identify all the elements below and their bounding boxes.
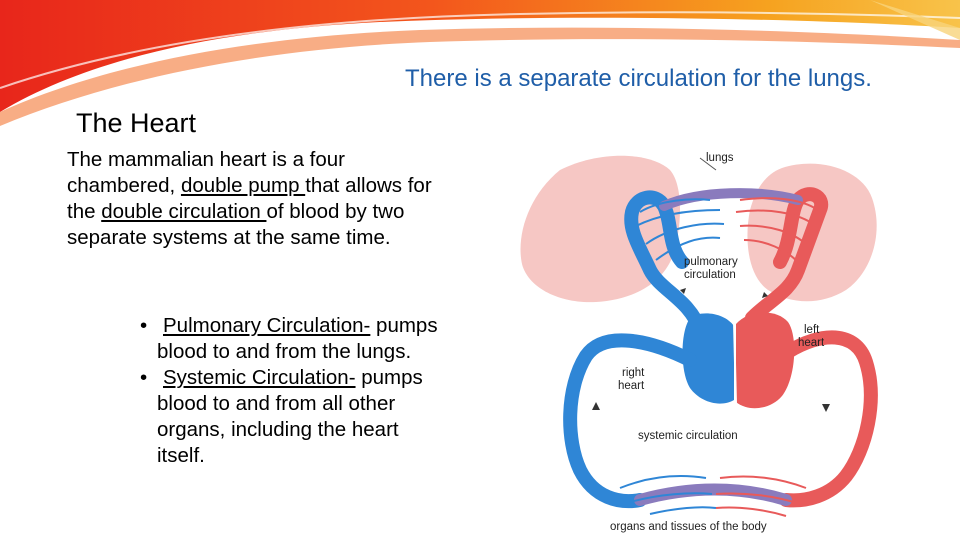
lung-capillary-mesh-blue — [635, 198, 725, 261]
systemic-text: pumps blood to and from all other organs… — [157, 366, 423, 467]
arrow-down-right-icon — [762, 292, 768, 298]
circulation-bullet-list: • Pulmonary Circulation- pumps blood to a… — [138, 313, 438, 469]
slide-subtitle: There is a separate circulation for the … — [405, 65, 872, 92]
arrow-up-icon — [592, 402, 600, 410]
label-right-2: heart — [618, 380, 645, 392]
arrow-up-left-icon — [680, 288, 686, 294]
lungs-pointer — [699, 157, 717, 171]
label-systemic: systemic circulation — [638, 430, 738, 442]
intro-paragraph: The mammalian heart is a four chambered,… — [67, 147, 447, 251]
left-heart — [736, 312, 795, 409]
slide-title: The Heart — [76, 108, 197, 138]
label-pulmonary-2: circulation — [684, 269, 736, 281]
body-capillary-mesh-blue — [619, 475, 717, 515]
bullet-pulmonary: • Pulmonary Circulation- pumps blood to a… — [138, 313, 438, 365]
label-lungs: lungs — [706, 152, 734, 164]
pulmonary-text: pumps blood to and from the lungs. — [157, 314, 438, 363]
bullet-marker: • — [140, 314, 148, 337]
right-heart — [682, 313, 734, 404]
pulmonary-heading: Pulmonary Circulation- — [163, 314, 371, 337]
intro-text-3: of blood by two separate systems at the … — [67, 200, 405, 249]
decorative-banner — [0, 0, 960, 126]
label-left-2: heart — [798, 337, 825, 349]
double-pump-term: double pump — [180, 174, 306, 197]
circulation-diagram: lungs pulmonary circulation left heart r… — [520, 152, 878, 533]
intro-text-2: that allows for the — [67, 174, 432, 223]
label-right-1: right — [622, 367, 645, 379]
systemic-heading: Systemic Circulation- — [163, 366, 356, 389]
intro-text-1: The mammalian heart is a four chambered, — [67, 148, 346, 197]
septum — [733, 321, 737, 405]
bullet-marker: • — [140, 366, 148, 389]
arrow-down-icon — [822, 404, 830, 412]
label-organs: organs and tissues of the body — [610, 521, 767, 533]
left-lung — [520, 155, 680, 303]
systemic-artery — [779, 330, 878, 508]
pulmonary-artery — [624, 190, 707, 337]
bullet-systemic: • Systemic Circulation- pumps blood to an… — [138, 365, 438, 469]
lung-capillary-mesh-red — [735, 197, 819, 263]
label-left-1: left — [804, 324, 820, 336]
body-capillary-mesh-red — [715, 475, 807, 517]
double-circulation-term: double circulation — [101, 200, 267, 223]
pulmonary-vein — [745, 187, 829, 325]
label-pulmonary-1: pulmonary — [684, 256, 738, 268]
flow-arrows — [592, 288, 830, 412]
systemic-vein — [563, 333, 697, 509]
